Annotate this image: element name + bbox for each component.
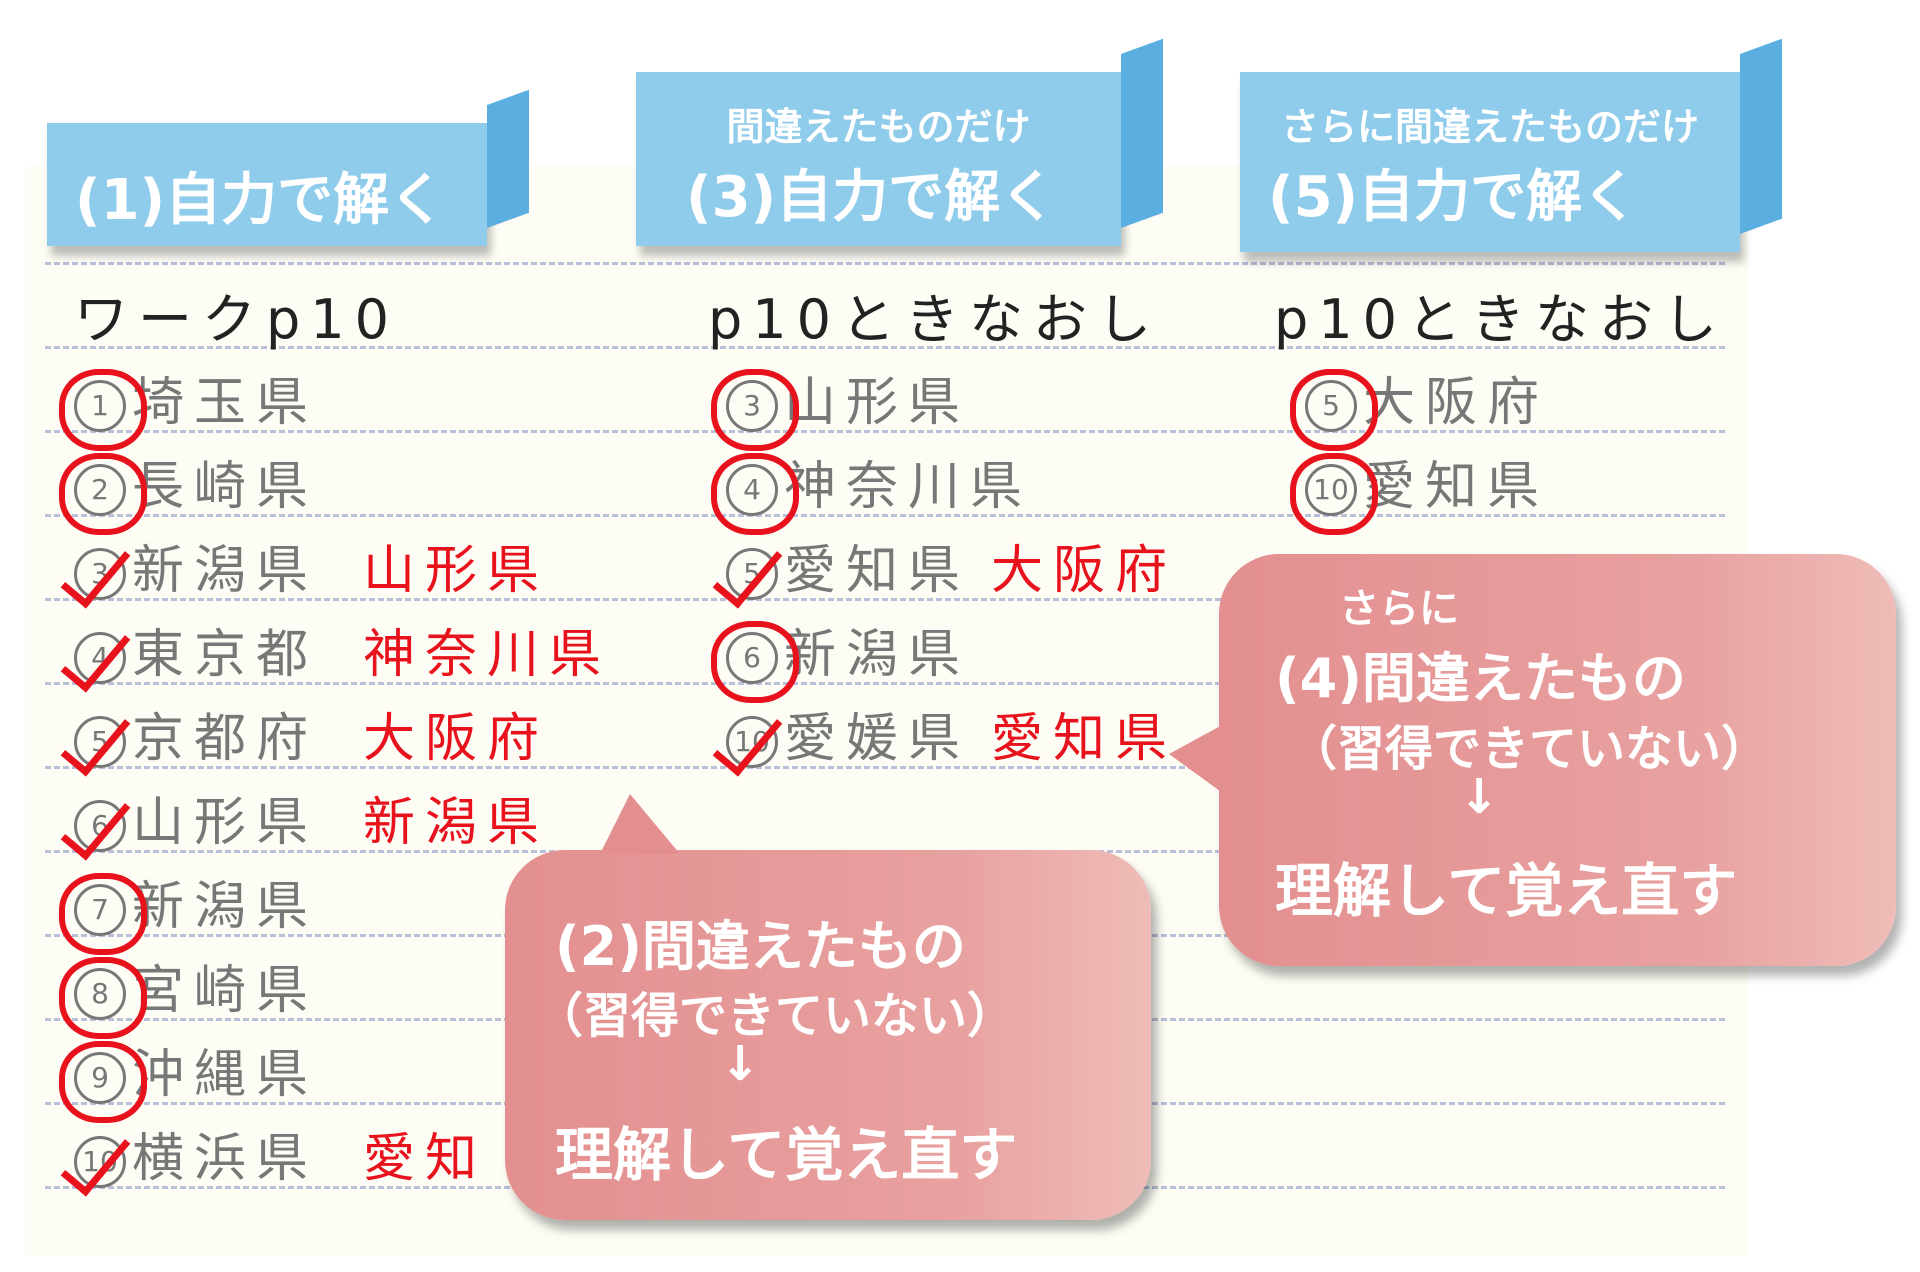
ribbon-title: (5)自力で解く xyxy=(1268,165,1639,230)
column-heading: p10ときなおし xyxy=(708,288,1161,351)
correction-text: 神奈川県 xyxy=(363,625,612,685)
question-number: 6 xyxy=(711,621,799,703)
question-number: 3 xyxy=(74,548,126,600)
step1-ribbon: (1)自力で解く xyxy=(47,89,529,246)
question-number: 5 xyxy=(74,716,126,768)
review-bubble-2: さらに (4)間違えたもの （習得できていない） ↓ 理解して覚え直す xyxy=(1169,554,1896,966)
ruled-line xyxy=(45,514,1725,517)
student-answer: 沖縄県 xyxy=(132,1045,319,1105)
question-number: 6 xyxy=(74,800,126,852)
arrow-down-icon: ↓ xyxy=(1459,769,1500,825)
step5-ribbon: さらに間違えたものだけ (5)自力で解く xyxy=(1240,38,1782,252)
column-heading: p10ときなおし xyxy=(1274,288,1727,351)
ruled-line xyxy=(45,262,1725,265)
bubble-action: 理解して覚え直す xyxy=(555,1121,1018,1189)
arrow-down-icon: ↓ xyxy=(720,1036,761,1092)
bubble-pre: さらに xyxy=(1339,586,1459,632)
student-answer: 大阪府 xyxy=(1363,373,1550,433)
student-answer: 宮崎県 xyxy=(132,961,319,1021)
ribbon-fold xyxy=(1740,38,1782,234)
correction-text: 新潟県 xyxy=(363,793,550,853)
correction-text: 愛知 xyxy=(363,1129,488,1189)
ruled-line xyxy=(45,682,1725,685)
ribbon-title: (1)自力で解く xyxy=(75,168,446,233)
question-number: 1 xyxy=(59,369,147,451)
bubble-note: （習得できていない） xyxy=(1289,721,1770,777)
step3-ribbon: 間違えたものだけ (3)自力で解く xyxy=(636,38,1163,246)
ribbon-subtitle: 間違えたものだけ xyxy=(726,105,1031,149)
ribbon-fold xyxy=(487,89,529,228)
ruled-line xyxy=(45,430,1725,433)
student-answer: 新潟県 xyxy=(132,541,319,601)
correction-text: 大阪府 xyxy=(991,541,1178,601)
correction-text: 大阪府 xyxy=(363,709,550,769)
question-number: 3 xyxy=(711,369,799,451)
bubble-action: 理解して覚え直す xyxy=(1275,857,1738,925)
student-answer: 愛知県 xyxy=(784,541,971,601)
bubble-title: (2)間違えたもの xyxy=(555,915,966,978)
student-answer: 愛知県 xyxy=(1363,457,1550,517)
question-number: 7 xyxy=(59,873,147,955)
student-answer: 埼玉県 xyxy=(132,373,319,433)
column-heading: ワークp10 xyxy=(74,288,399,351)
question-number: 4 xyxy=(74,632,126,684)
correction-text: 愛知県 xyxy=(991,709,1178,769)
student-answer: 長崎県 xyxy=(132,457,319,517)
question-number: 8 xyxy=(59,957,147,1039)
student-answer: 神奈川県 xyxy=(784,457,1033,517)
ruled-line xyxy=(45,598,1725,601)
ribbon-fold xyxy=(1121,38,1163,228)
bubble-title: (4)間違えたもの xyxy=(1275,647,1686,710)
question-number: 4 xyxy=(711,453,799,535)
ribbon-title: (3)自力で解く xyxy=(686,165,1057,230)
student-answer: 愛媛県 xyxy=(784,709,971,769)
student-answer: 東京都 xyxy=(132,625,319,685)
student-answer: 新潟県 xyxy=(784,625,971,685)
ruled-line xyxy=(45,766,1725,769)
ribbon-subtitle: さらに間違えたものだけ xyxy=(1280,105,1699,149)
question-number: 2 xyxy=(59,453,147,535)
question-number: 10 xyxy=(74,1136,126,1188)
correction-text: 山形県 xyxy=(363,541,550,601)
question-number: 9 xyxy=(59,1041,147,1123)
bubble-tail xyxy=(1169,724,1224,794)
student-answer: 京都府 xyxy=(132,709,319,769)
student-answer: 山形県 xyxy=(132,793,319,853)
question-number: 5 xyxy=(726,548,778,600)
bubble-tail xyxy=(600,794,680,854)
student-answer: 横浜県 xyxy=(132,1129,319,1189)
question-number: 10 xyxy=(726,716,778,768)
student-answer: 新潟県 xyxy=(132,877,319,937)
bubble-note: （習得できていない） xyxy=(535,988,1016,1044)
question-number: 5 xyxy=(1290,369,1378,451)
question-number: 10 xyxy=(1290,453,1378,535)
student-answer: 山形県 xyxy=(784,373,971,433)
review-bubble-1: (2)間違えたもの （習得できていない） ↓ 理解して覚え直す xyxy=(505,794,1151,1220)
ruled-line xyxy=(45,346,1725,349)
